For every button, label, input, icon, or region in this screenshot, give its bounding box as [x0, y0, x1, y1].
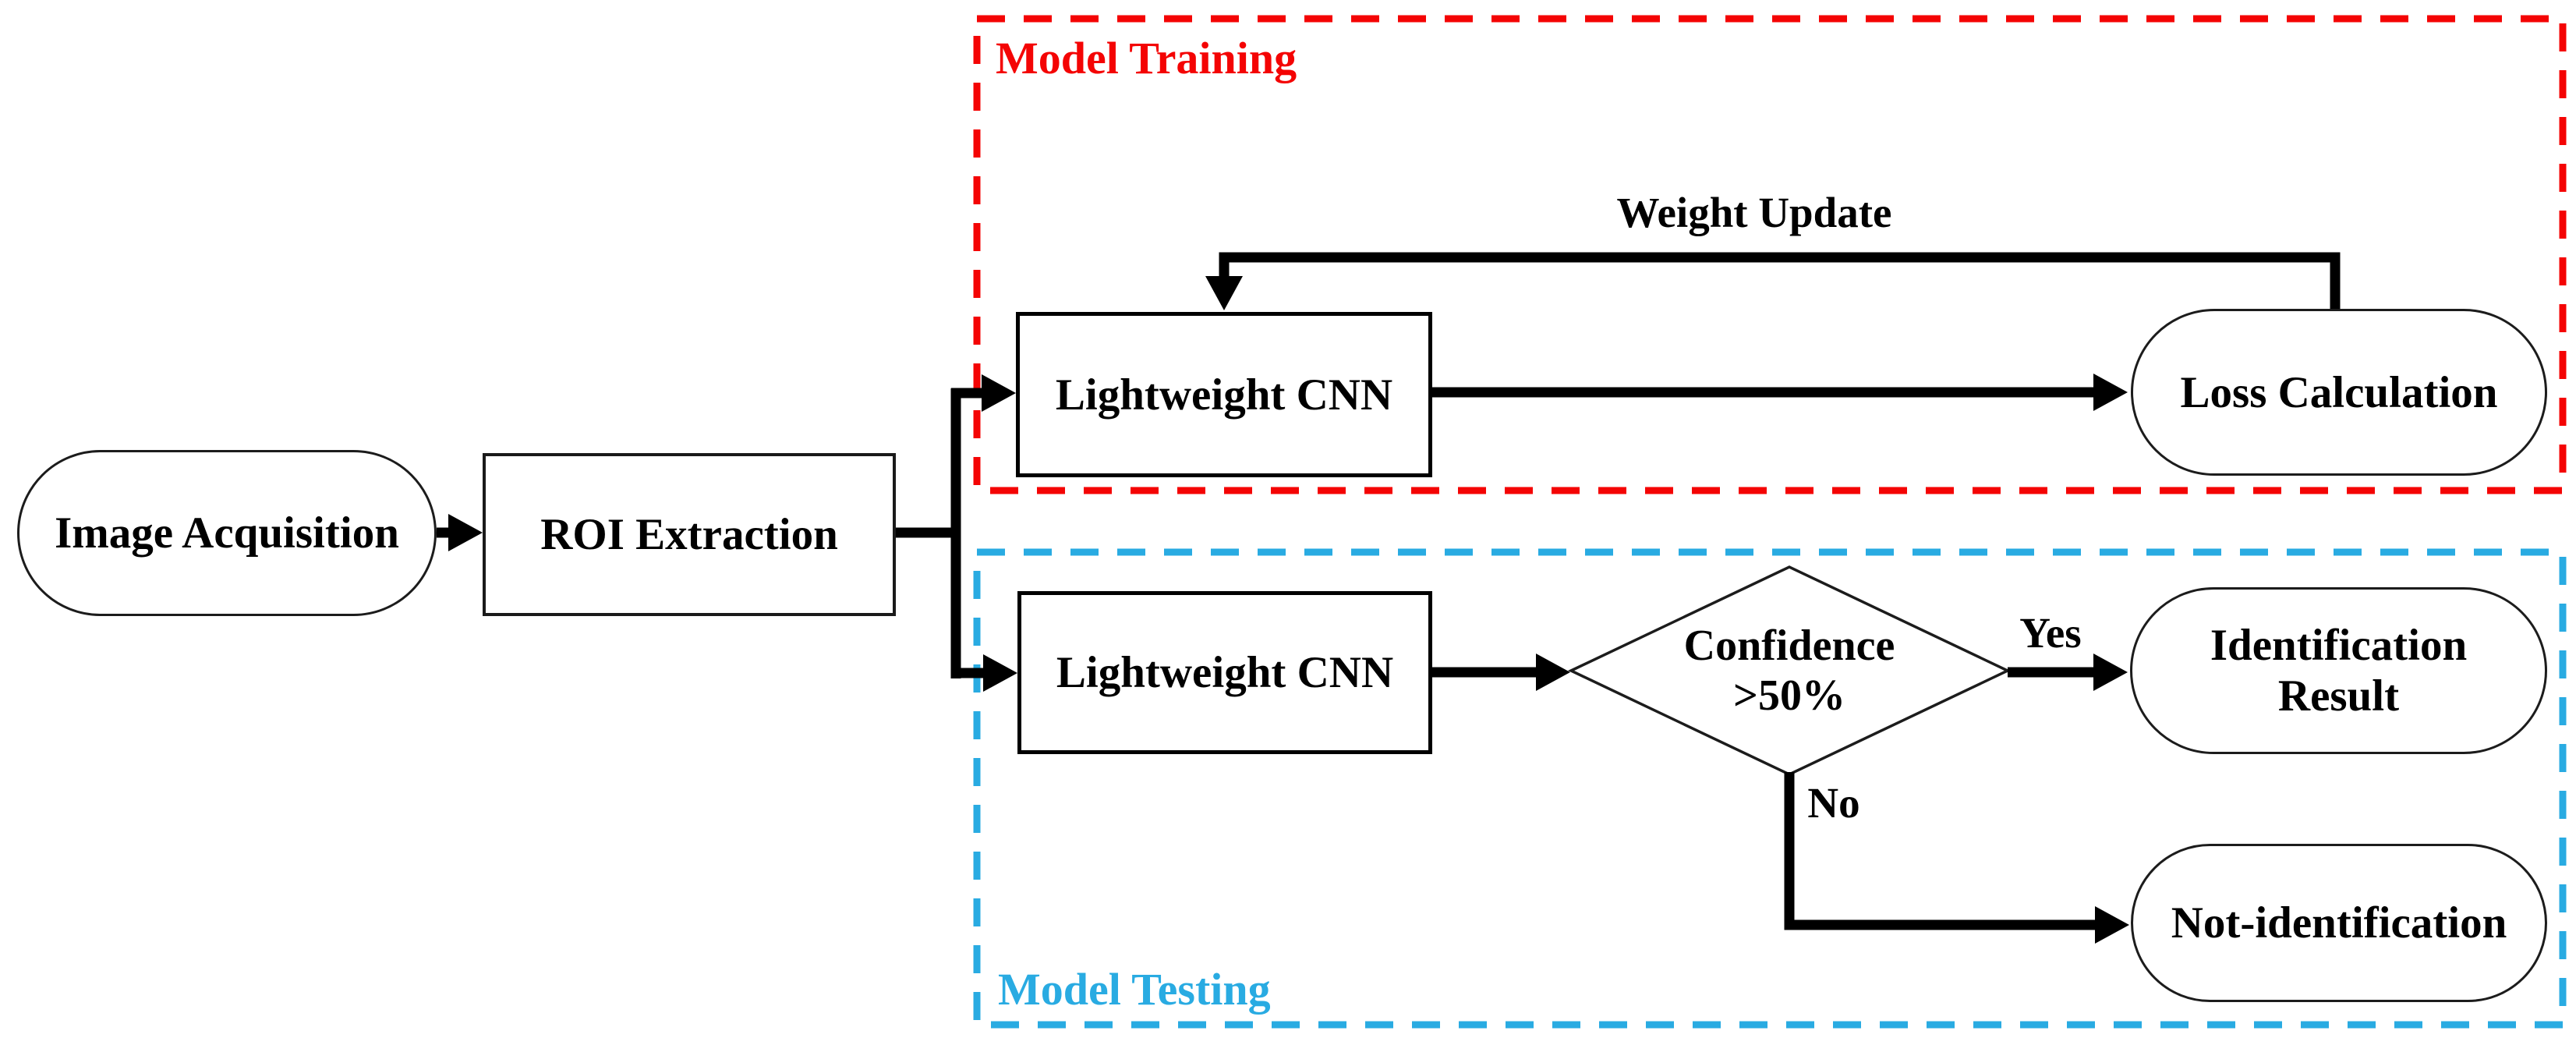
node-loss-calculation-label: Loss Calculation [2180, 367, 2498, 417]
weight-update-edge-label: Weight Update [1616, 189, 1892, 236]
node-image-acquisition-label: Image Acquisition [55, 508, 399, 558]
node-loss-calculation: Loss Calculation [2131, 309, 2547, 476]
edge-trunk-to-cnn-training [951, 374, 1016, 412]
node-lightweight-cnn-training-label: Lightweight CNN [1055, 370, 1393, 420]
yes-edge-label: Yes [2019, 609, 2082, 657]
node-not-identification: Not-identification [2131, 844, 2547, 1002]
edge-yes [2008, 654, 2128, 691]
edge-trunk-to-cnn-testing [951, 654, 1017, 692]
node-lightweight-cnn-testing: Lightweight CNN [1017, 591, 1432, 754]
node-identification-result-line1: Identification [2210, 621, 2468, 670]
node-confidence-check: Confidence >50% [1633, 621, 1945, 721]
node-lightweight-cnn-testing-label: Lightweight CNN [1056, 648, 1394, 697]
model-testing-group-label: Model Testing [998, 964, 1271, 1015]
node-lightweight-cnn-training: Lightweight CNN [1016, 312, 1432, 477]
edge-cnn-to-confidence [1432, 654, 1570, 691]
node-roi-extraction-label: ROI Extraction [540, 510, 838, 559]
node-roi-extraction: ROI Extraction [483, 453, 896, 616]
node-confidence-check-line1: Confidence [1683, 622, 1895, 670]
node-identification-result: Identification Result [2130, 587, 2547, 754]
edge-cnn-to-loss [1432, 374, 2128, 411]
edge-acquisition-to-roi [437, 514, 483, 551]
edge-roi-trunk [896, 388, 961, 678]
node-not-identification-label: Not-identification [2171, 898, 2507, 948]
node-identification-result-line2: Result [2277, 671, 2400, 721]
no-edge-label: No [1807, 779, 1860, 827]
edge-no [1784, 772, 2129, 944]
model-training-group-label: Model Training [996, 33, 1297, 83]
node-confidence-check-line2: >50% [1733, 671, 1845, 720]
node-image-acquisition: Image Acquisition [17, 450, 437, 616]
edge-weight-update-loop [1205, 252, 2341, 310]
